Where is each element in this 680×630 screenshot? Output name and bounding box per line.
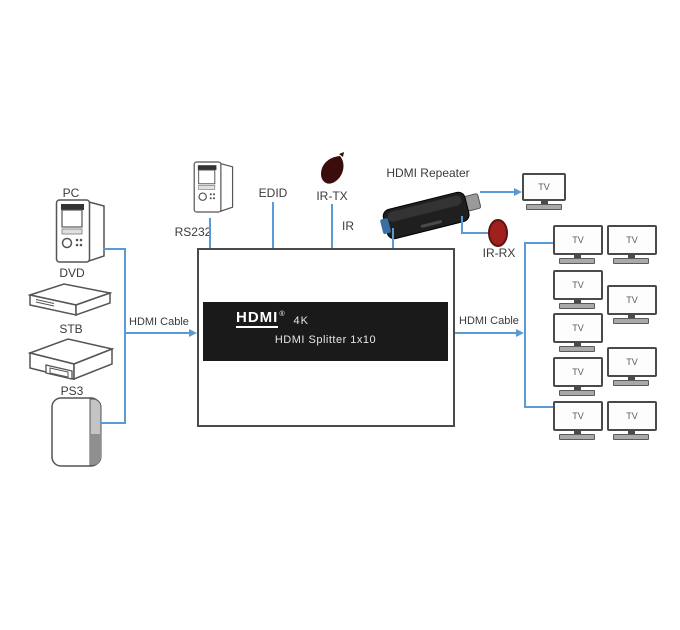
splitter-product-name: HDMI Splitter 1x10 [274, 334, 377, 346]
tv-stand [573, 300, 581, 303]
tv-base [613, 318, 649, 324]
tv-base [559, 303, 595, 309]
repeater-tv: TV [522, 173, 566, 210]
tv-stand [627, 431, 635, 434]
tv-screen: TV [553, 270, 603, 300]
hdmi-splitter-unit: HDMI ® 4K HDMI Splitter 1x10 [197, 248, 455, 427]
wire-repeater-to-tv [480, 191, 515, 193]
tv-base [559, 346, 595, 352]
hdmi-cable-right-label: HDMI Cable [459, 315, 519, 327]
hdmi-repeater-dongle-icon [380, 191, 482, 240]
tv-stand [627, 377, 635, 380]
wire-ir [331, 204, 333, 249]
tv-base [613, 380, 649, 386]
wire-left-trunk [124, 248, 126, 424]
wire-left-hdmi-cable [124, 332, 190, 334]
tv-stand [627, 255, 635, 258]
tv-base [559, 390, 595, 396]
wire-right-trunk [524, 242, 526, 408]
hdmi-logo: HDMI [236, 309, 279, 328]
tv-base [613, 258, 649, 264]
ir-rx-label: IR-RX [482, 246, 516, 260]
dvd-label: DVD [59, 266, 85, 280]
tv-stand [627, 315, 635, 318]
hdmi-repeater-label: HDMI Repeater [386, 166, 470, 180]
splitter-front-panel: HDMI ® 4K HDMI Splitter 1x10 [203, 302, 448, 361]
wire-to-ir-rx-h [461, 232, 489, 234]
tv-screen: TV [553, 313, 603, 343]
stb-icon [28, 338, 114, 381]
rs232-controller-icon [193, 161, 234, 213]
tv-base [526, 204, 562, 210]
dvd-player-icon [28, 283, 112, 317]
tv-screen: TV [607, 225, 657, 255]
arrowhead-into-repeater-tv [514, 188, 522, 196]
wire-edid [272, 202, 274, 249]
arrowhead-into-tv-trunk [516, 329, 524, 337]
tv-base [613, 434, 649, 440]
tv-stand [573, 255, 581, 258]
edid-label: EDID [258, 186, 288, 200]
pc-label: PC [62, 186, 80, 200]
wire-ps3-to-trunk [100, 422, 126, 424]
output-tv: TV [607, 347, 657, 386]
wire-right-hdmi-cable [455, 332, 517, 334]
tv-screen: TV [607, 347, 657, 377]
tv-screen: TV [553, 401, 603, 431]
stb-label: STB [59, 322, 83, 336]
tv-screen: TV [607, 401, 657, 431]
ps3-console-icon [51, 397, 102, 467]
wire-to-ir-rx-v [461, 216, 463, 234]
output-tv: TV [553, 401, 603, 440]
output-tv: TV [553, 313, 603, 352]
tv-base [559, 434, 595, 440]
ir-tx-label: IR-TX [316, 189, 348, 203]
output-tv: TV [553, 357, 603, 396]
output-tv: TV [607, 401, 657, 440]
output-tv: TV [607, 225, 657, 264]
hdmi-logo-registered-mark: ® [279, 311, 285, 318]
rs232-label: RS232 [174, 225, 212, 239]
hdmi-cable-left-label: HDMI Cable [129, 316, 189, 328]
tv-screen: TV [522, 173, 566, 201]
hdmi-logo-row: HDMI ® 4K [236, 309, 309, 328]
output-tv: TV [553, 270, 603, 309]
tv-stand [573, 343, 581, 346]
ps3-label: PS3 [60, 384, 84, 398]
arrowhead-into-splitter [189, 329, 197, 337]
tv-screen: TV [553, 225, 603, 255]
4k-badge: 4K [293, 315, 309, 327]
ir-label: IR [342, 219, 354, 233]
tv-stand [540, 201, 548, 204]
tv-screen: TV [553, 357, 603, 387]
tv-stand [573, 387, 581, 390]
tv-base [559, 258, 595, 264]
pc-tower-icon [55, 199, 105, 263]
wire-trunk-to-bottom-tv [524, 406, 555, 408]
wire-pc-to-trunk [103, 248, 126, 250]
output-tv: TV [553, 225, 603, 264]
wire-repeater-to-splitter [392, 228, 394, 249]
tv-screen: TV [607, 285, 657, 315]
ir-rx-receiver-icon [488, 219, 508, 247]
ir-tx-emitter-icon [321, 152, 344, 184]
wire-trunk-to-top-tv [524, 242, 553, 244]
tv-stand [573, 431, 581, 434]
wire-rs232 [209, 218, 211, 249]
output-tv: TV [607, 285, 657, 324]
